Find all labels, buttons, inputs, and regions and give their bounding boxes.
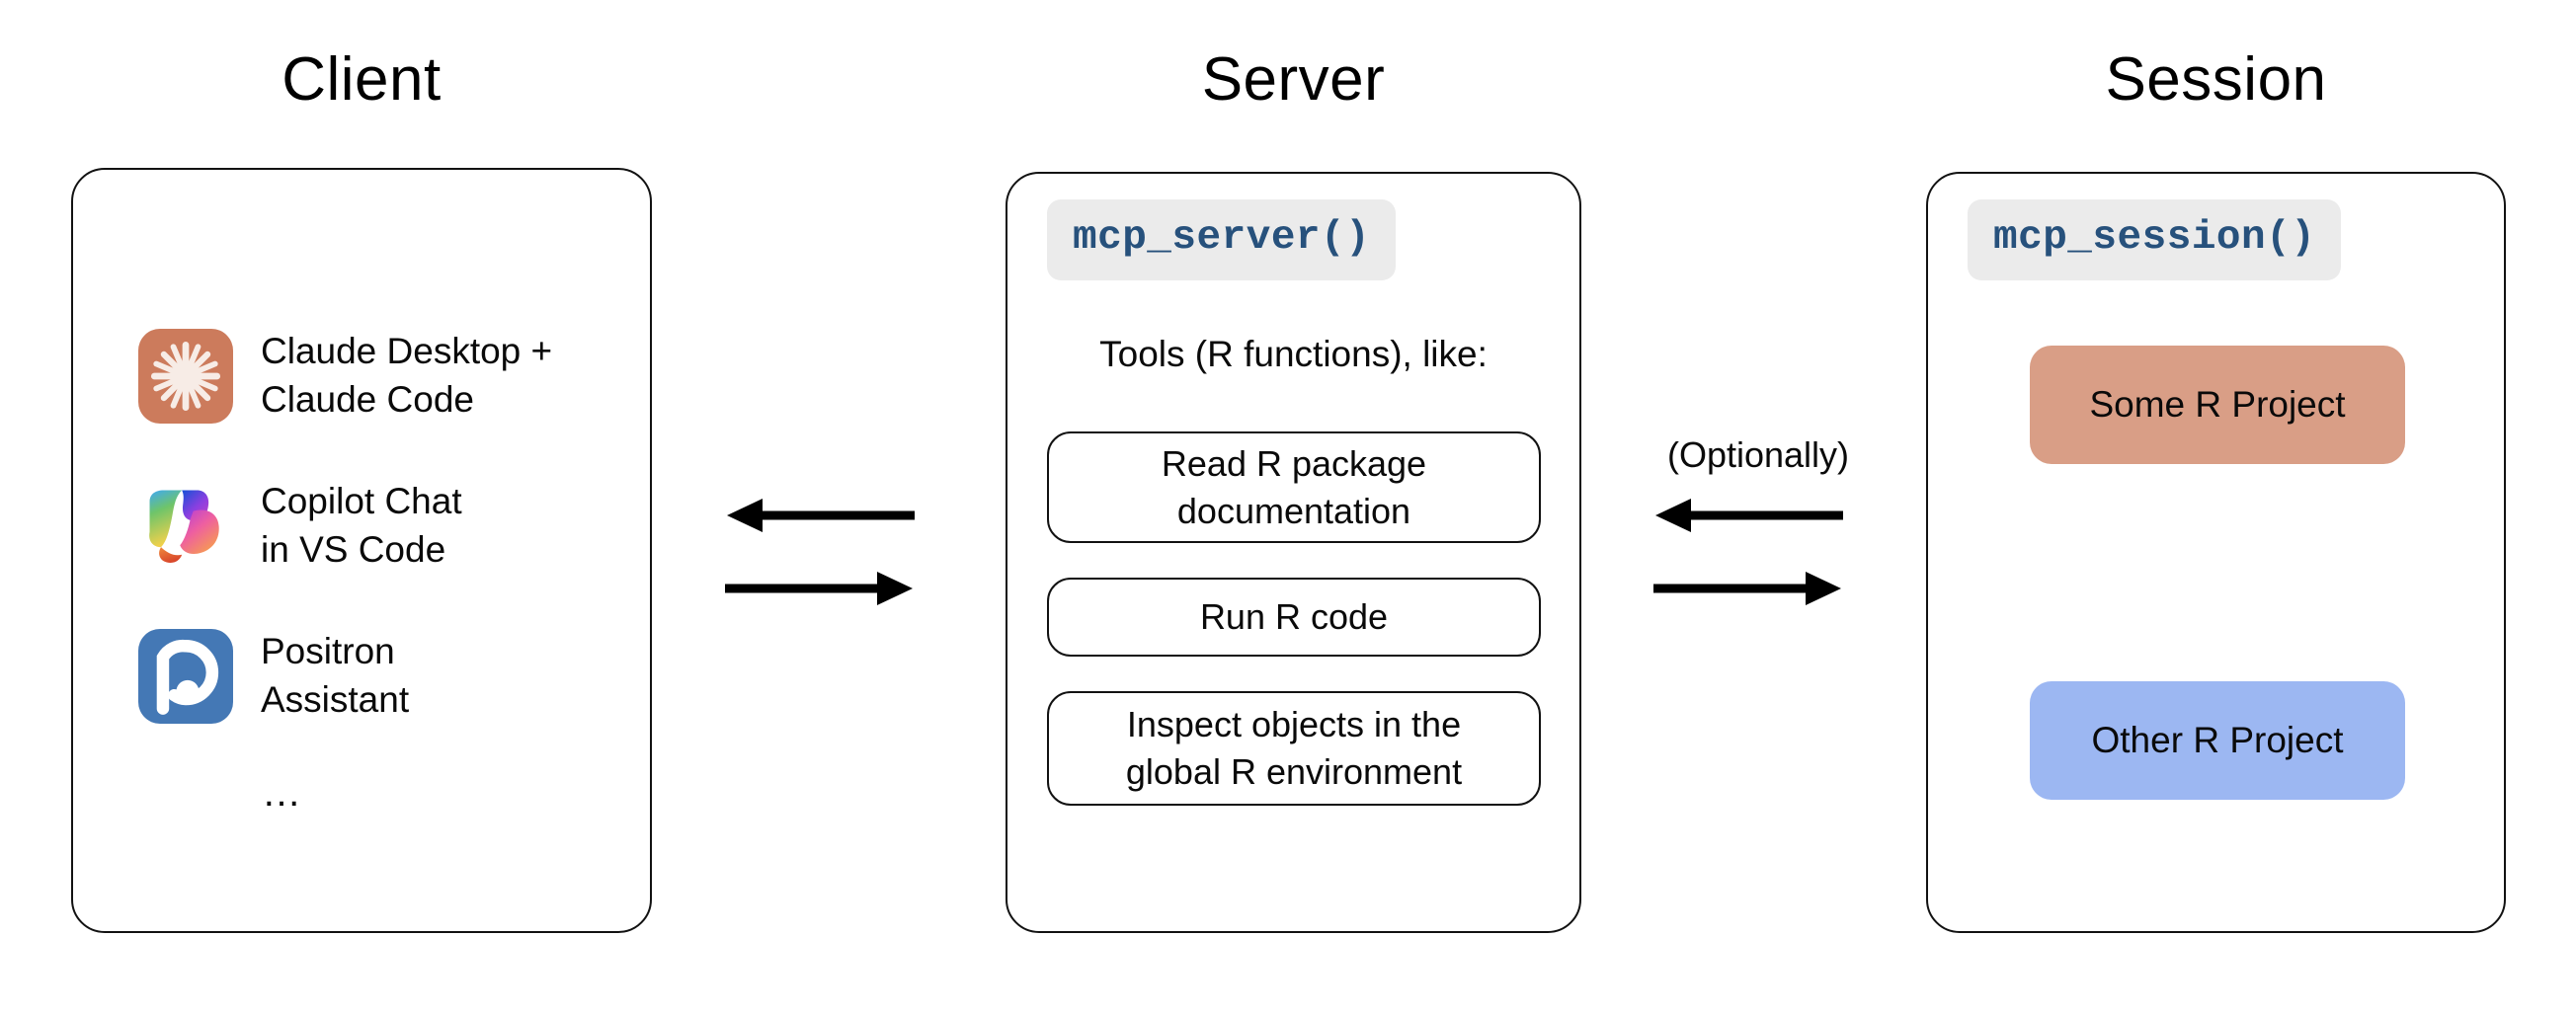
client-list-ellipsis: … xyxy=(262,771,305,815)
mcp-session-code-chip: mcp_session() xyxy=(1968,199,2342,280)
list-item-label: Claude Desktop + Claude Code xyxy=(261,331,553,420)
list-item: Copilot Chat in VS Code xyxy=(138,473,630,580)
session-project-some-r-project[interactable]: Some R Project xyxy=(2030,346,2405,464)
session-project-other-r-project[interactable]: Other R Project xyxy=(2030,681,2405,800)
client-server-arrows xyxy=(721,494,919,622)
server-session-arrows xyxy=(1650,494,1847,622)
list-item-label: Positron Assistant xyxy=(261,631,410,720)
tool-box-run-r-code[interactable]: Run R code xyxy=(1047,578,1541,657)
tool-box-inspect-objects[interactable]: Inspect objects in the global R environm… xyxy=(1047,691,1541,806)
client-panel: Claude Desktop + Claude Code xyxy=(71,168,652,933)
copilot-icon xyxy=(138,479,233,574)
server-panel xyxy=(1006,172,1581,933)
session-panel xyxy=(1926,172,2506,933)
list-item: Claude Desktop + Claude Code xyxy=(138,323,630,429)
client-app-list: Claude Desktop + Claude Code xyxy=(138,323,630,813)
column-title-client: Client xyxy=(282,45,442,114)
mcp-server-code-chip: mcp_server() xyxy=(1047,199,1397,280)
positron-icon xyxy=(138,629,233,724)
tool-box-read-documentation[interactable]: Read R package documentation xyxy=(1047,431,1541,543)
tools-caption: Tools (R functions), like: xyxy=(1099,334,1488,374)
list-item-label: Copilot Chat in VS Code xyxy=(261,481,462,570)
optionally-label: (Optionally) xyxy=(1666,434,1850,475)
claude-icon xyxy=(138,329,233,424)
list-item: Positron Assistant xyxy=(138,623,630,730)
column-title-server: Server xyxy=(1201,45,1386,114)
column-title-session: Session xyxy=(2105,45,2327,114)
